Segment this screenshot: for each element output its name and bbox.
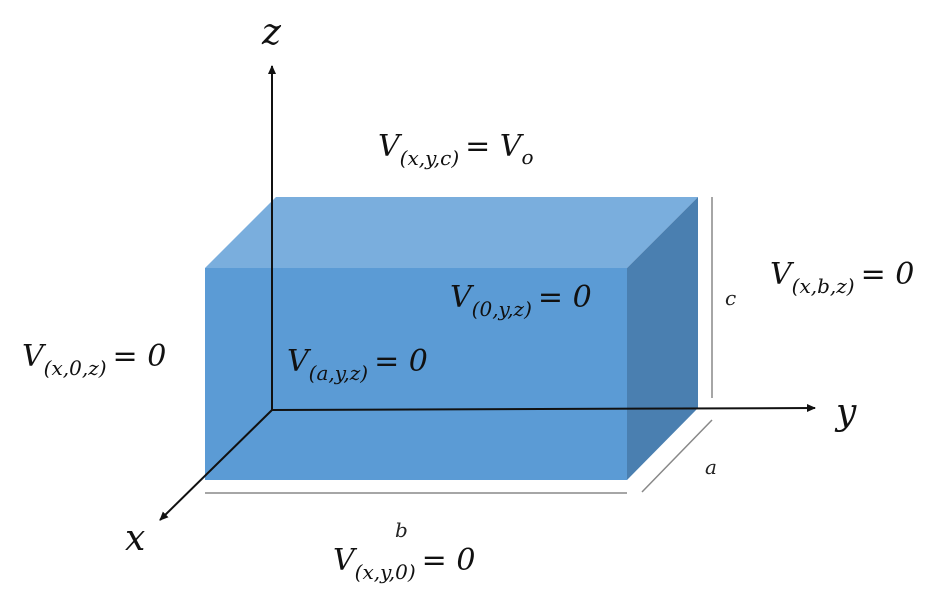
x-axis <box>159 409 273 521</box>
boundary-bottom: V(x,y,0)= 0 <box>333 543 475 584</box>
boundary-back: V(0,y,z)= 0 <box>450 280 592 321</box>
axis-label-z: z <box>261 12 282 53</box>
dimension-label-a: a <box>705 455 717 479</box>
axis-label-x: x <box>125 518 145 559</box>
boundary-left: V(x,0,z)= 0 <box>22 339 166 380</box>
dimension-label-b: b <box>395 518 408 542</box>
box-front-face <box>205 268 627 480</box>
y-axis <box>271 404 816 413</box>
axis-label-y: y <box>834 392 857 433</box>
dimension-line-a <box>641 419 713 493</box>
box-top-face <box>205 197 698 268</box>
boundary-front: V(a,y,z)= 0 <box>287 344 428 385</box>
dimension-label-c: c <box>725 286 736 310</box>
boundary-top: V(x,y,c)= Vo <box>378 129 534 170</box>
boundary-right: V(x,b,z)= 0 <box>770 257 914 298</box>
